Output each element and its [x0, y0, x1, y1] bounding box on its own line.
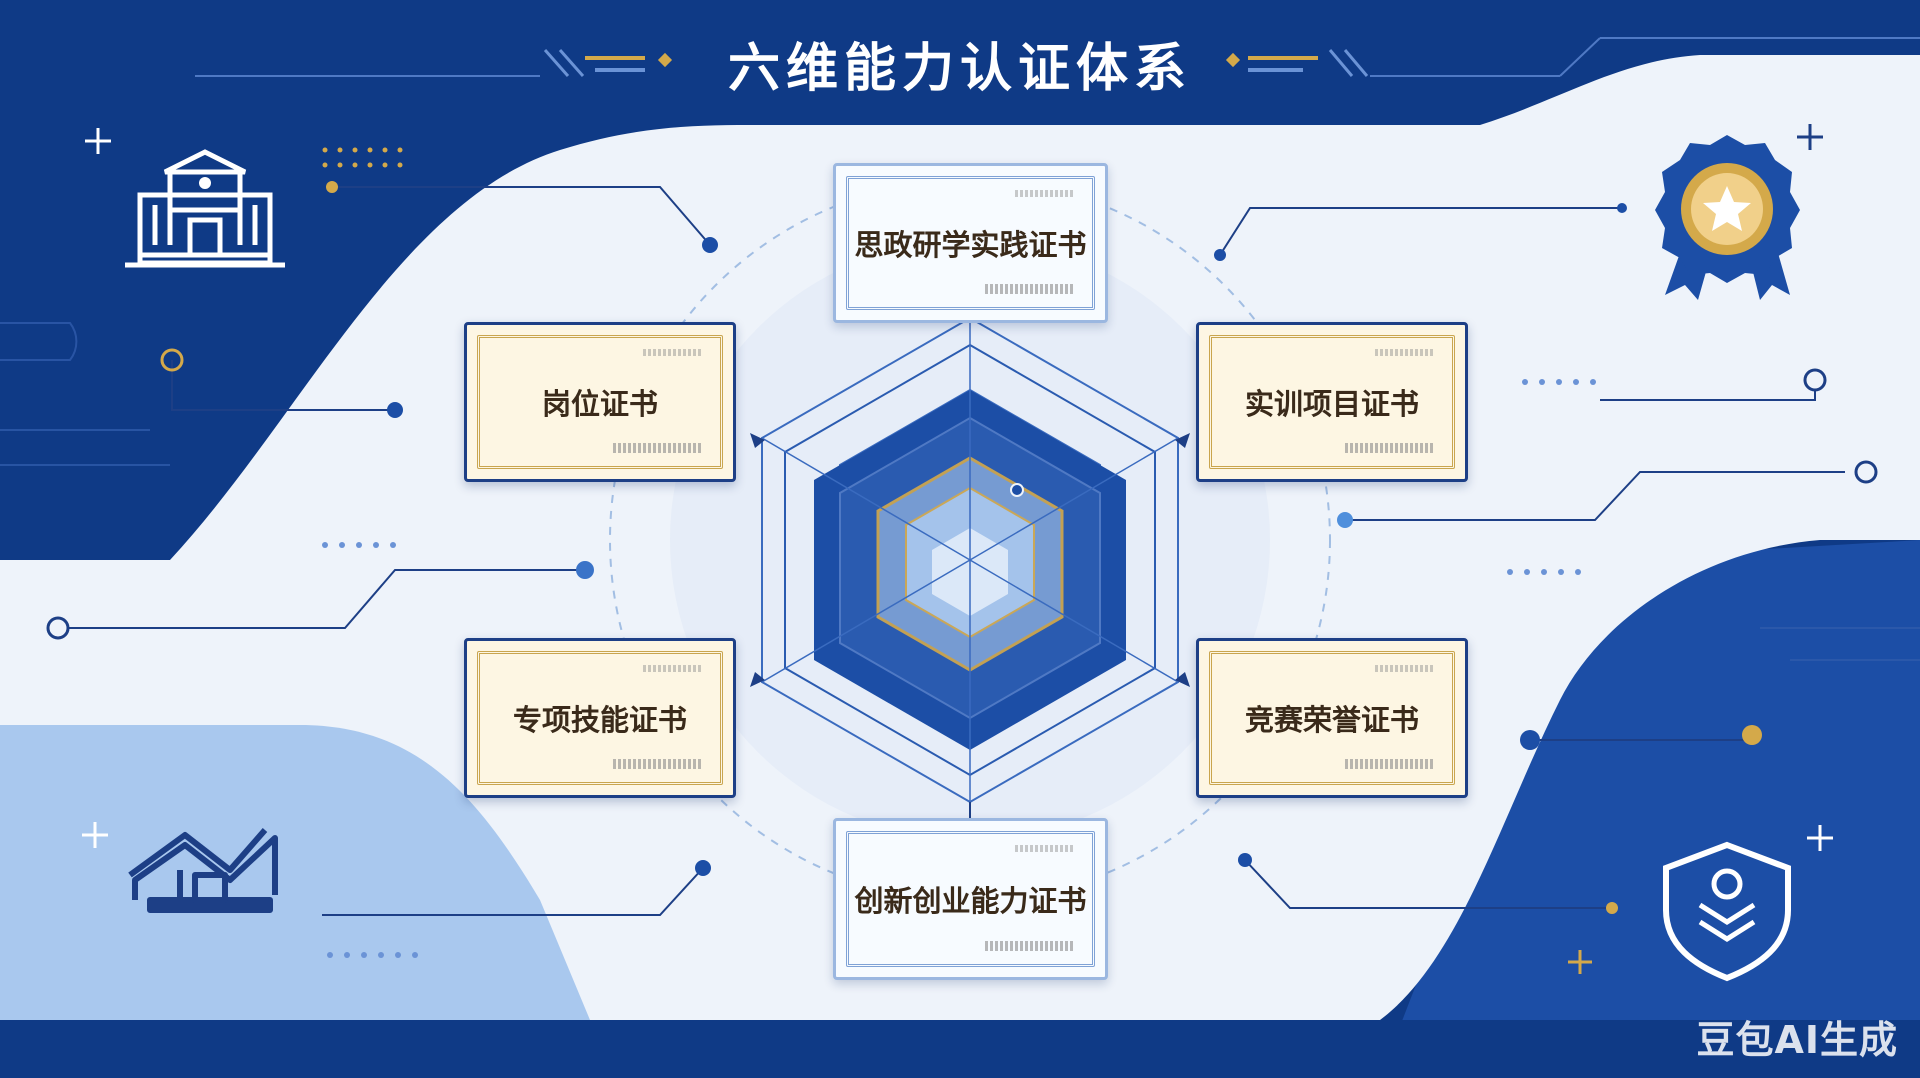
certificate-fine-print	[643, 349, 703, 356]
certificate-label: 思政研学实践证书	[854, 228, 1087, 262]
page-title: 六维能力认证体系	[727, 39, 1192, 99]
watermark: 豆包AI生成	[1696, 1018, 1898, 1062]
title-decoration-right	[1225, 37, 1920, 77]
title-decoration-left	[195, 49, 673, 77]
house-chart-icon	[128, 828, 278, 913]
certificate-bottom: 创新创业能力证书	[833, 818, 1108, 980]
certificate-fine-print	[985, 941, 1075, 951]
dot-rows	[322, 379, 1596, 958]
left-speed-lines	[0, 322, 1920, 661]
certificate-fine-print	[1375, 665, 1435, 672]
certificate-fine-print	[1015, 845, 1075, 852]
plus-sign-gold	[1568, 950, 1592, 974]
certificate-fine-print	[1345, 759, 1435, 769]
certificate-fine-print	[1015, 190, 1075, 197]
certificate-fine-print	[613, 443, 703, 453]
certificate-fine-print	[985, 284, 1075, 294]
central-hexagon	[750, 260, 1190, 830]
medal-ribbon-icon	[1655, 135, 1800, 300]
school-building-icon	[125, 149, 285, 268]
certificate-lower-right: 竞赛荣誉证书	[1196, 638, 1468, 798]
dot-grid-top-left	[322, 147, 403, 168]
certificate-label: 创新创业能力证书	[854, 884, 1087, 918]
certificate-label: 岗位证书	[541, 387, 658, 421]
certificate-upper-right: 实训项目证书	[1196, 322, 1468, 482]
certificate-fine-print	[613, 759, 703, 769]
certificate-lower-left: 专项技能证书	[464, 638, 736, 798]
certificate-fine-print	[1345, 443, 1435, 453]
shield-badge-icon	[1663, 841, 1791, 982]
plus-sign-right	[1797, 124, 1823, 150]
connector-lines	[60, 186, 1845, 916]
certificate-upper-left: 岗位证书	[464, 322, 736, 482]
certificate-label: 竞赛荣誉证书	[1244, 703, 1419, 737]
plus-signs	[82, 128, 1833, 851]
certificate-fine-print	[643, 665, 703, 672]
certificate-label: 实训项目证书	[1244, 387, 1419, 421]
certificate-fine-print	[1375, 349, 1435, 356]
connector-nodes	[46, 181, 1878, 914]
certificate-top: 思政研学实践证书	[833, 163, 1108, 323]
certificate-label: 专项技能证书	[512, 703, 687, 737]
